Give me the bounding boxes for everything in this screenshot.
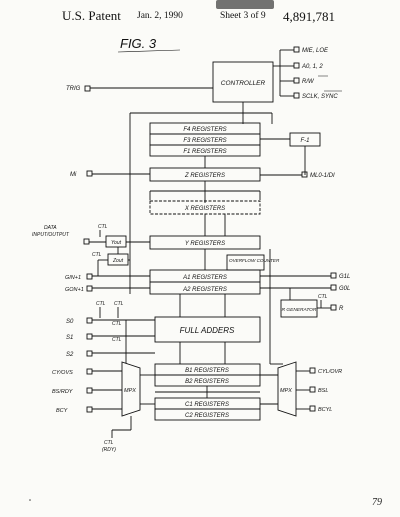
f3-label: F3 REGISTERS — [183, 138, 226, 144]
pin-rw — [293, 77, 300, 84]
signal-g0l: G0L — [339, 286, 350, 292]
signal-ctl-s2: CTL — [112, 337, 122, 343]
signal-rw: R/W — [302, 79, 315, 85]
pin-bsl — [309, 386, 316, 393]
signal-a012: A0, 1, 2 — [301, 64, 323, 70]
pin-gon — [86, 285, 93, 292]
signal-sclk: SCLK, SYNC — [302, 94, 338, 100]
signal-ctl-io: CTL — [98, 224, 108, 230]
f-minus-1-label: F-1 — [301, 138, 310, 144]
pin-bcyl — [309, 405, 316, 412]
y-label: Y REGISTERS — [185, 241, 225, 247]
c2-label: C2 REGISTERS — [185, 413, 229, 419]
pin-gin — [86, 273, 93, 280]
signal-gin: GIN+1 — [65, 275, 81, 281]
pin-g0l — [330, 284, 337, 291]
pin-a012 — [293, 62, 300, 69]
mpx-left — [121, 361, 141, 417]
pin-s2 — [86, 350, 93, 357]
pin-r — [330, 304, 337, 311]
pin-cyl-ovr — [309, 367, 316, 374]
pin-s1 — [86, 333, 93, 340]
c2-registers — [154, 408, 261, 421]
signal-ctl-z: CTL — [92, 252, 102, 258]
x-label: X REGISTERS — [184, 206, 225, 212]
zout-label: Zout — [112, 258, 124, 264]
r-generator — [280, 299, 318, 318]
pin-sclk — [293, 92, 300, 99]
signal-bcy: BCY — [56, 408, 68, 414]
pin-bcy — [86, 406, 93, 413]
overflow-label: OVERFLOW COUNTER — [229, 258, 280, 263]
signal-bs-rdy: BS/RDY — [52, 389, 73, 395]
full-adders-label: FULL ADDERS — [180, 326, 235, 335]
sheet-number: Sheet 3 of 9 — [220, 11, 266, 21]
z-label: Z REGISTERS — [184, 173, 225, 179]
signal-bcyl: BCYL — [318, 407, 332, 413]
pin-g1l — [330, 272, 337, 279]
signal-r: R — [339, 306, 344, 312]
a1-label: A1 REGISTERS — [182, 275, 227, 281]
patent-date: Jan. 2, 1990 — [137, 11, 183, 21]
signal-ml: ML0-1/DI — [310, 173, 335, 179]
pin-cy-ovs — [86, 368, 93, 375]
pin-bs-rdy — [86, 387, 93, 394]
signal-s1: S1 — [66, 335, 73, 341]
signal-bsl: BSL — [318, 388, 328, 394]
patent-number: 4,891,781 — [283, 9, 335, 24]
b2-label: B2 REGISTERS — [185, 379, 229, 385]
signal-trig: TRIG — [66, 86, 81, 92]
pin-mi — [86, 170, 93, 177]
yout-block — [105, 235, 127, 248]
figure-label: FIG. 3 — [120, 36, 157, 51]
b2-registers — [154, 374, 261, 387]
controller-label: CONTROLLER — [221, 80, 266, 87]
pin-ml — [301, 171, 308, 178]
signal-ctl-rdy: CTL — [104, 440, 114, 446]
signal-ctl-s0a: CTL — [96, 301, 106, 307]
signal-cyl-ovr: CYL/OVR — [318, 369, 342, 375]
pin-trig — [84, 85, 91, 92]
a2-label: A2 REGISTERS — [182, 287, 227, 293]
signal-s0: S0 — [66, 319, 74, 325]
signal-data-io-1: DATA — [44, 225, 57, 231]
f1-label: F1 REGISTERS — [183, 149, 226, 155]
signal-cy-ovs: CY/OVS — [52, 370, 73, 376]
signal-ctl-s1: CTL — [112, 321, 122, 327]
c1-label: C1 REGISTERS — [185, 402, 229, 408]
signal-mi: Mi — [70, 172, 77, 178]
signal-s2: S2 — [66, 352, 74, 358]
signal-ctl-s0b: CTL — [114, 301, 124, 307]
b1-label: B1 REGISTERS — [185, 368, 229, 374]
yout-label: Yout — [111, 240, 122, 246]
mpx-right-label: MPX — [280, 388, 292, 394]
signal-ctl-r: CTL — [318, 294, 328, 300]
mpx-left-label: MPX — [124, 388, 136, 394]
page-number: 79 — [372, 497, 382, 508]
f4-label: F4 REGISTERS — [183, 127, 226, 133]
r-generator-label: R GENERATOR — [282, 307, 317, 313]
full-adders — [154, 316, 261, 343]
signal-rdy: (RDY) — [102, 447, 116, 453]
signal-mie-loe: MIE, LOE — [302, 48, 329, 54]
mpx-right — [277, 361, 297, 417]
pin-s0 — [86, 317, 93, 324]
signal-g1l: G1L — [339, 274, 350, 280]
logo-smudge — [216, 0, 274, 9]
signal-data-io-2: INPUT/OUTPUT — [32, 232, 70, 238]
signal-gon: GON+1 — [65, 287, 84, 293]
pin-data-io — [83, 238, 90, 245]
patent-title: U.S. Patent — [62, 8, 121, 23]
pin-mie-loe — [293, 46, 300, 53]
